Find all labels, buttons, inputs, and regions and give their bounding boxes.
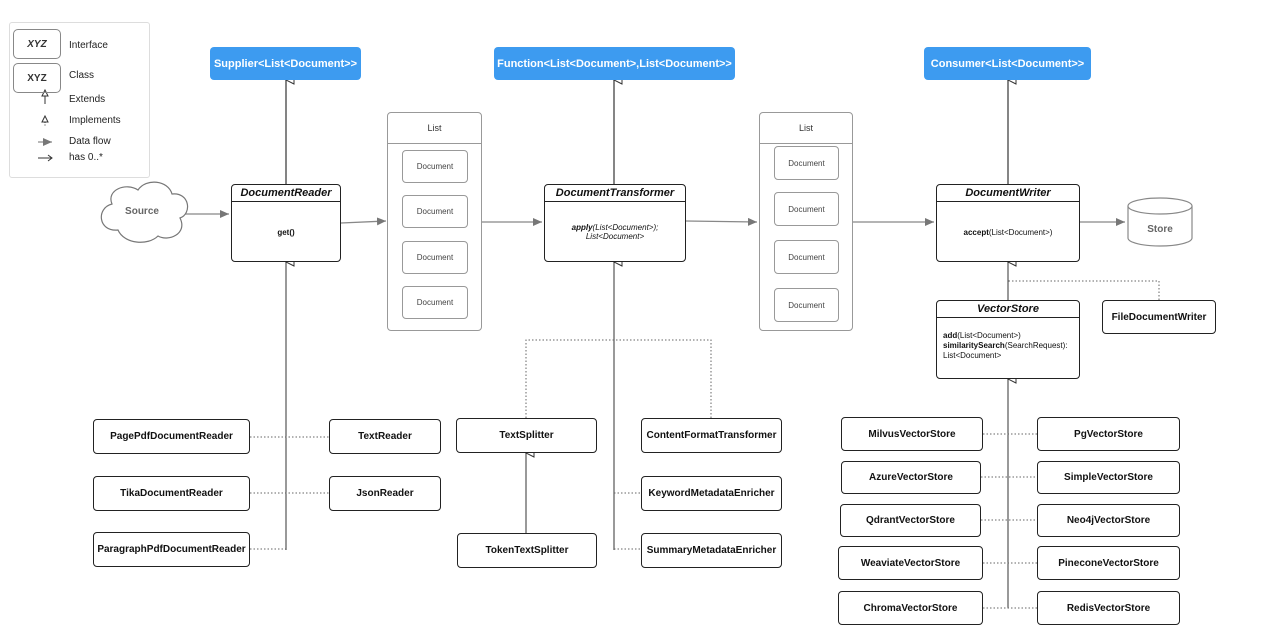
source-label: Source bbox=[125, 206, 159, 217]
pinecone-vector-store-box: PineconeVectorStore bbox=[1037, 546, 1180, 580]
neo4j-vector-store-box: Neo4jVectorStore bbox=[1037, 504, 1180, 537]
legend-class-label: Class bbox=[69, 70, 95, 81]
transformer-method-return: List<Document> bbox=[585, 232, 645, 241]
list-right-document: Document bbox=[774, 240, 839, 274]
vector-store-class: VectorStore add(List<Document>) similari… bbox=[936, 300, 1080, 379]
transformer-method-name: apply bbox=[571, 223, 593, 232]
legend bbox=[9, 22, 150, 178]
document-writer-class: DocumentWriter accept(List<Document>) bbox=[936, 184, 1080, 262]
legend-dataflow-label: Data flow bbox=[69, 136, 111, 147]
flow-transformer-list bbox=[685, 217, 758, 226]
writer-method-name: accept bbox=[963, 227, 989, 237]
tika-reader-box: TikaDocumentReader bbox=[93, 476, 250, 511]
paragraph-pdf-reader-box: ParagraphPdfDocumentReader bbox=[93, 532, 250, 567]
list-left-document: Document bbox=[402, 241, 468, 274]
milvus-vector-store-box: MilvusVectorStore bbox=[841, 417, 983, 451]
writer-method-params: (List<Document>) bbox=[988, 227, 1053, 237]
content-format-transformer-box: ContentFormatTransformer bbox=[641, 418, 782, 453]
document-transformer-title: DocumentTransformer bbox=[545, 185, 685, 202]
list-container-right: List Document Document Document Document bbox=[759, 112, 853, 331]
vs-method2-params: (SearchRequest): bbox=[1004, 341, 1068, 350]
document-writer-title: DocumentWriter bbox=[937, 185, 1079, 202]
file-document-writer-box: FileDocumentWriter bbox=[1102, 300, 1216, 334]
list-right-document: Document bbox=[774, 192, 839, 226]
document-transformer-methods: apply(List<Document>); List<Document> bbox=[545, 202, 685, 262]
weaviate-vector-store-box: WeaviateVectorStore bbox=[838, 546, 983, 580]
legend-interface-label: Interface bbox=[69, 40, 108, 51]
vs-method2-name: similaritySearch bbox=[943, 341, 1005, 350]
function-interface: Function<List<Document>,List<Document>> bbox=[494, 47, 735, 80]
legend-has-icon bbox=[38, 154, 53, 162]
document-transformer-class: DocumentTransformer apply(List<Document>… bbox=[544, 184, 686, 262]
json-reader-box: JsonReader bbox=[329, 476, 441, 511]
document-reader-title: DocumentReader bbox=[232, 185, 340, 202]
redis-vector-store-box: RedisVectorStore bbox=[1037, 591, 1180, 625]
list-left-document: Document bbox=[402, 286, 468, 319]
legend-class-sample: XYZ bbox=[13, 63, 61, 93]
list-left-document: Document bbox=[402, 150, 468, 183]
store-label: Store bbox=[1147, 224, 1173, 235]
vs-method2-return: List<Document> bbox=[943, 351, 1002, 360]
legend-has-label: has 0..* bbox=[69, 152, 103, 163]
flow-reader-list bbox=[340, 217, 387, 226]
azure-vector-store-box: AzureVectorStore bbox=[841, 461, 981, 494]
supplier-interface: Supplier<List<Document>> bbox=[210, 47, 361, 80]
list-left-document: Document bbox=[402, 195, 468, 228]
document-writer-method: accept(List<Document>) bbox=[937, 202, 1079, 262]
document-reader-method: get() bbox=[277, 227, 295, 237]
simple-vector-store-box: SimpleVectorStore bbox=[1037, 461, 1180, 494]
list-container-left: List Document Document Document Document bbox=[387, 112, 482, 331]
legend-implements-label: Implements bbox=[69, 115, 121, 126]
vs-method1-params: (List<Document>) bbox=[957, 331, 1021, 340]
page-pdf-reader-box: PagePdfDocumentReader bbox=[93, 419, 250, 454]
vector-store-title: VectorStore bbox=[937, 301, 1079, 318]
vector-store-methods: add(List<Document>) similaritySearch(Sea… bbox=[937, 318, 1079, 361]
document-reader-class: DocumentReader get() bbox=[231, 184, 341, 262]
qdrant-vector-store-box: QdrantVectorStore bbox=[840, 504, 981, 537]
list-right-title: List bbox=[760, 113, 852, 144]
keyword-metadata-enricher-box: KeywordMetadataEnricher bbox=[641, 476, 782, 511]
list-right-document: Document bbox=[774, 146, 839, 180]
text-splitter-box: TextSplitter bbox=[456, 418, 597, 453]
pg-vector-store-box: PgVectorStore bbox=[1037, 417, 1180, 451]
text-reader-box: TextReader bbox=[329, 419, 441, 454]
list-left-title: List bbox=[388, 113, 481, 144]
store-cylinder-shape bbox=[1127, 197, 1193, 247]
transformer-method-params: (List<Document>); bbox=[592, 223, 659, 232]
vs-method1-name: add bbox=[943, 331, 958, 340]
legend-interface-sample: XYZ bbox=[13, 29, 61, 59]
chroma-vector-store-box: ChromaVectorStore bbox=[838, 591, 983, 625]
source-cloud-shape bbox=[100, 181, 189, 243]
consumer-interface: Consumer<List<Document>> bbox=[924, 47, 1091, 80]
list-right-document: Document bbox=[774, 288, 839, 322]
legend-extends-label: Extends bbox=[69, 94, 106, 105]
token-text-splitter-box: TokenTextSplitter bbox=[457, 533, 597, 568]
summary-metadata-enricher-box: SummaryMetadataEnricher bbox=[641, 533, 782, 568]
